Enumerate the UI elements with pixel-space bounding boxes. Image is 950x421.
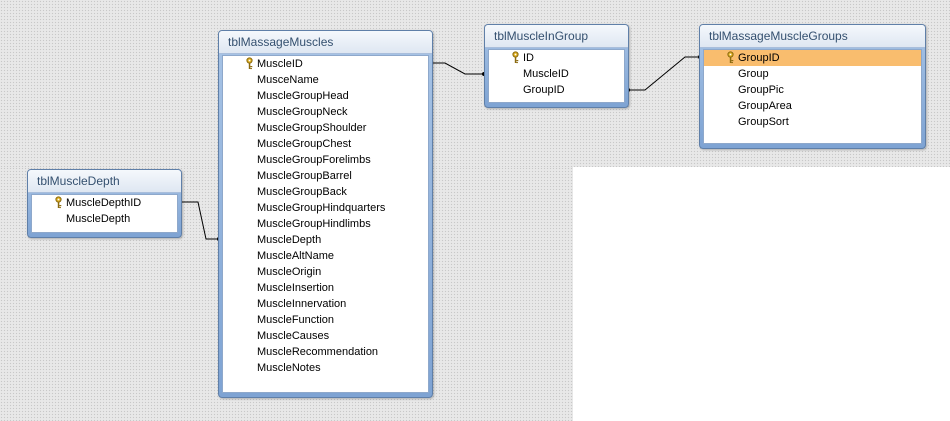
- table-title[interactable]: tblMuscleInGroup: [485, 25, 628, 48]
- table-title[interactable]: tblMassageMuscles: [219, 31, 432, 54]
- field-row[interactable]: MuscleNotes: [223, 360, 428, 376]
- field-row[interactable]: MuscleGroupBarrel: [223, 168, 428, 184]
- field-name: GroupID: [738, 52, 780, 64]
- field-name: MuscleGroupHindlimbs: [257, 218, 371, 230]
- field-row[interactable]: MuscleAltName: [223, 248, 428, 264]
- field-name: MuscleCauses: [257, 330, 330, 342]
- field-name: MuscleInnervation: [257, 298, 347, 310]
- field-name: GroupPic: [738, 84, 784, 96]
- field-name: MuscleDepthID: [66, 197, 142, 209]
- field-row[interactable]: MuscleID: [223, 56, 428, 72]
- relationship-depth-muscles: [180, 201, 219, 240]
- field-name: ID: [523, 52, 534, 64]
- field-row[interactable]: MuscleGroupShoulder: [223, 120, 428, 136]
- field-name: GroupSort: [738, 116, 789, 128]
- field-name: MuscleID: [523, 68, 569, 80]
- field-name: MuscleOrigin: [257, 266, 322, 278]
- relationship-ingroup-groups: [628, 56, 700, 91]
- field-name: MuscleInsertion: [257, 282, 335, 294]
- field-name: MuscleGroupBack: [257, 186, 347, 198]
- field-name: MuscleGroupForelimbs: [257, 154, 371, 166]
- field-row[interactable]: MuscleRecommendation: [223, 344, 428, 360]
- field-row[interactable]: MusceName: [223, 72, 428, 88]
- field-row[interactable]: GroupArea: [704, 98, 921, 114]
- table-tblMuscleInGroup[interactable]: tblMuscleInGroup ID MuscleID GroupID: [484, 24, 629, 108]
- field-row[interactable]: MuscleID: [489, 66, 624, 82]
- field-row[interactable]: MuscleFunction: [223, 312, 428, 328]
- field-name: MuscleGroupNeck: [257, 106, 348, 118]
- primary-key-icon: [55, 196, 62, 209]
- field-row[interactable]: MuscleInnervation: [223, 296, 428, 312]
- field-row[interactable]: GroupID: [704, 50, 921, 66]
- primary-key-icon: [727, 51, 734, 64]
- field-name: MuscleRecommendation: [257, 346, 379, 358]
- field-name: MuscleGroupBarrel: [257, 170, 352, 182]
- field-row[interactable]: MuscleInsertion: [223, 280, 428, 296]
- field-name: MuscleGroupHead: [257, 90, 349, 102]
- field-name: Group: [738, 68, 769, 80]
- field-name: MuscleDepth: [66, 213, 131, 225]
- field-row[interactable]: MuscleDepth: [223, 232, 428, 248]
- field-row[interactable]: MuscleGroupChest: [223, 136, 428, 152]
- field-row[interactable]: MuscleDepth: [32, 211, 177, 227]
- field-row[interactable]: MuscleGroupForelimbs: [223, 152, 428, 168]
- field-name: MuscleGroupChest: [257, 138, 352, 150]
- field-row[interactable]: MuscleGroupNeck: [223, 104, 428, 120]
- field-row[interactable]: MuscleDepthID: [32, 195, 177, 211]
- field-row[interactable]: MuscleGroupBack: [223, 184, 428, 200]
- field-row[interactable]: Group: [704, 66, 921, 82]
- table-title[interactable]: tblMuscleDepth: [28, 170, 181, 193]
- field-row[interactable]: GroupPic: [704, 82, 921, 98]
- field-row[interactable]: MuscleGroupHindquarters: [223, 200, 428, 216]
- field-row[interactable]: MuscleCauses: [223, 328, 428, 344]
- field-row[interactable]: ID: [489, 50, 624, 66]
- table-tblMuscleDepth[interactable]: tblMuscleDepth MuscleDepthID MuscleDepth: [27, 169, 182, 238]
- field-list[interactable]: ID MuscleID GroupID: [488, 49, 625, 103]
- field-name: MuscleDepth: [257, 234, 322, 246]
- field-name: MuscleNotes: [257, 362, 321, 374]
- field-list[interactable]: MuscleDepthID MuscleDepth: [31, 194, 178, 233]
- field-row[interactable]: GroupSort: [704, 114, 921, 130]
- field-name: MuscleGroupShoulder: [257, 122, 367, 134]
- field-row[interactable]: MuscleOrigin: [223, 264, 428, 280]
- field-name: MuscleGroupHindquarters: [257, 202, 386, 214]
- field-name: MusceName: [257, 74, 319, 86]
- field-name: MuscleFunction: [257, 314, 335, 326]
- field-name: MuscleAltName: [257, 250, 335, 262]
- field-row[interactable]: MuscleGroupHead: [223, 88, 428, 104]
- table-title[interactable]: tblMassageMuscleGroups: [700, 25, 925, 48]
- field-row[interactable]: GroupID: [489, 82, 624, 98]
- field-name: MuscleID: [257, 58, 303, 70]
- field-name: GroupID: [523, 84, 565, 96]
- relationship-muscles-ingroup: [431, 62, 484, 75]
- primary-key-icon: [246, 57, 253, 70]
- field-row[interactable]: MuscleGroupHindlimbs: [223, 216, 428, 232]
- field-name: GroupArea: [738, 100, 792, 112]
- primary-key-icon: [512, 51, 519, 64]
